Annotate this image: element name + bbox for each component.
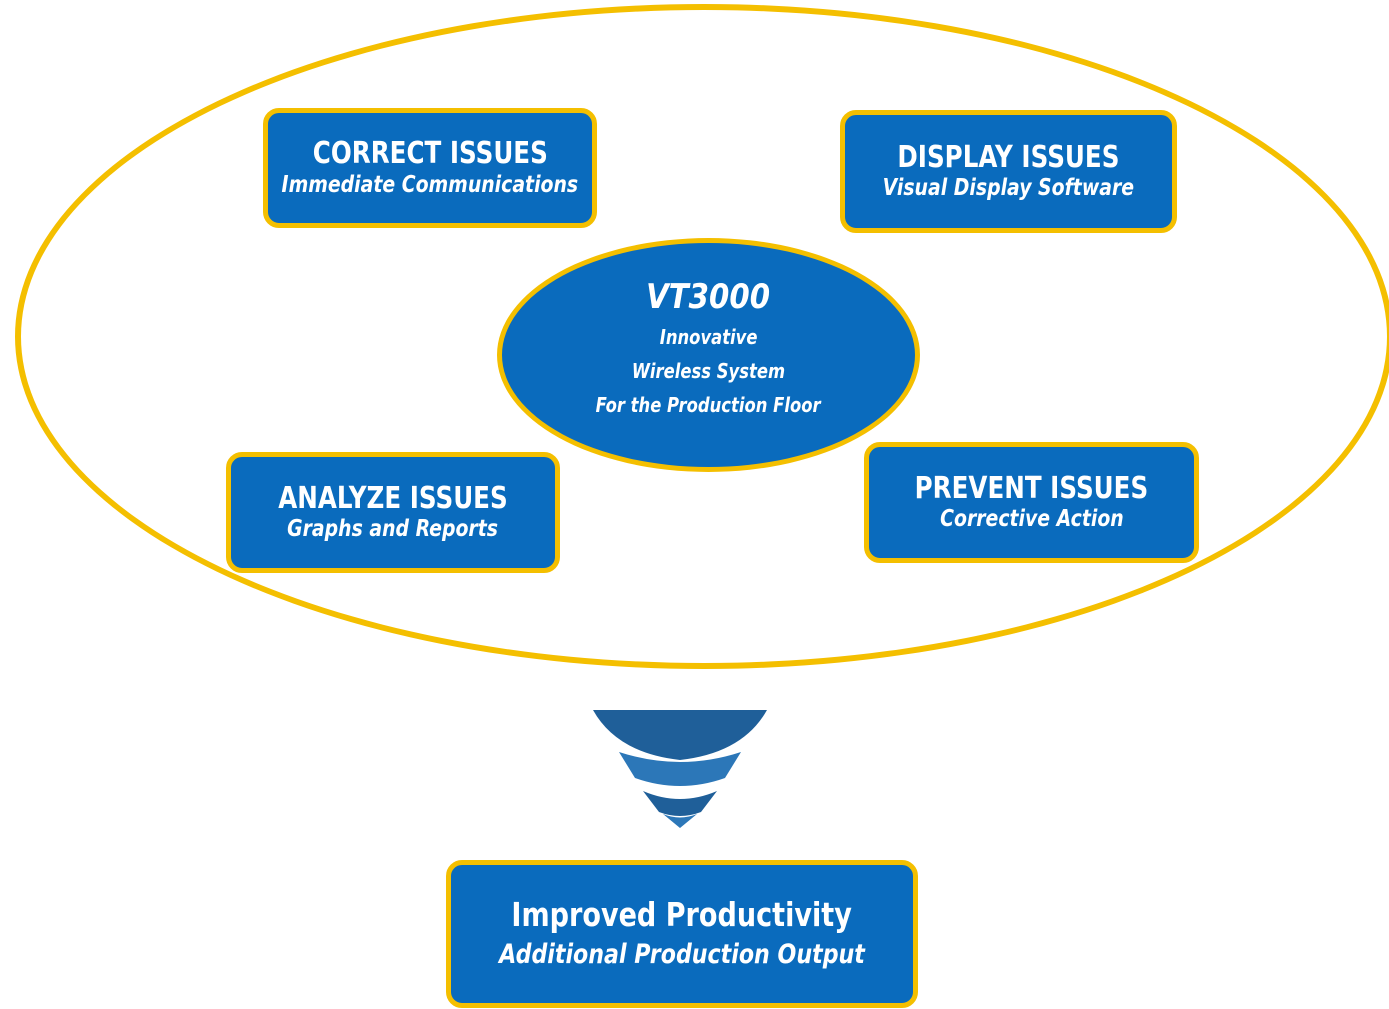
display-issues-box: DISPLAY ISSUES Visual Display Software bbox=[840, 110, 1177, 233]
improved-productivity-title: Improved Productivity bbox=[511, 895, 853, 935]
analyze-issues-box: ANALYZE ISSUES Graphs and Reports bbox=[226, 452, 560, 573]
prevent-issues-box: PREVENT ISSUES Corrective Action bbox=[864, 442, 1199, 563]
correct-issues-box: CORRECT ISSUES Immediate Communications bbox=[263, 108, 597, 228]
display-issues-title: DISPLAY ISSUES bbox=[897, 139, 1120, 175]
vt3000-line-3: For the Production Floor bbox=[596, 392, 821, 417]
prevent-issues-subtitle: Corrective Action bbox=[939, 506, 1124, 533]
vt3000-center-ellipse: VT3000 Innovative Wireless System For th… bbox=[497, 238, 920, 472]
vt3000-line-2: Wireless System bbox=[631, 358, 786, 383]
outer-cycle-ellipse bbox=[15, 4, 1389, 669]
analyze-issues-title: ANALYZE ISSUES bbox=[278, 480, 508, 516]
improved-productivity-box: Improved Productivity Additional Product… bbox=[446, 860, 918, 1008]
analyze-issues-subtitle: Graphs and Reports bbox=[287, 516, 499, 543]
improved-productivity-subtitle: Additional Production Output bbox=[499, 938, 865, 970]
chevron-segment-top bbox=[593, 710, 767, 760]
display-issues-subtitle: Visual Display Software bbox=[882, 175, 1135, 202]
vt3000-line-1: Innovative bbox=[659, 324, 758, 349]
prevent-issues-title: PREVENT ISSUES bbox=[914, 470, 1149, 506]
chevron-segment-lower bbox=[643, 791, 717, 816]
stacked-chevron-down-icon bbox=[593, 710, 767, 828]
chevron-segment-middle bbox=[619, 752, 741, 786]
correct-issues-title: CORRECT ISSUES bbox=[312, 136, 548, 172]
chevron-segment-tip bbox=[663, 814, 697, 828]
correct-issues-subtitle: Immediate Communications bbox=[281, 171, 579, 198]
vt3000-title: VT3000 bbox=[646, 277, 771, 318]
